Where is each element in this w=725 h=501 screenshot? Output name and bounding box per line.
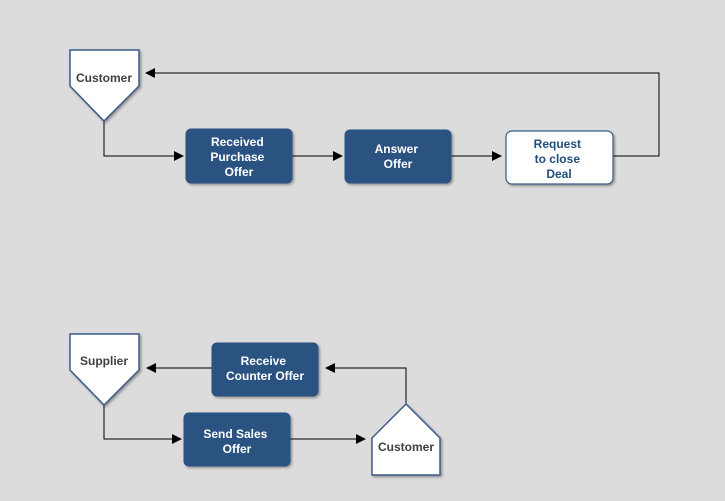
received-purchase-offer-label: Received Purchase Offer xyxy=(210,135,267,179)
connector-customer-to-receive-counter-offer xyxy=(325,363,407,404)
received-purchase-offer-line-2: Purchase xyxy=(210,150,264,164)
supplier-actor-label: Supplier xyxy=(80,354,128,368)
bottom-connectors xyxy=(103,363,407,444)
received-purchase-offer-line-1: Received xyxy=(211,135,264,149)
send-sales-offer-line-2: Offer xyxy=(223,442,252,456)
receive-counter-offer-node[interactable]: Receive Counter Offer xyxy=(211,342,319,397)
request-to-close-deal-line-2: to close xyxy=(535,152,581,166)
request-to-close-deal-line-1: Request xyxy=(534,137,581,151)
answer-offer-label: Answer Offer xyxy=(375,142,422,171)
send-sales-offer-node[interactable]: Send Sales Offer xyxy=(183,412,291,467)
connector-request-close-back-to-customer xyxy=(145,68,660,157)
answer-offer-line-2: Offer xyxy=(384,157,413,171)
connector-customer-to-received-purchase-offer xyxy=(103,121,184,161)
supplier-actor[interactable]: Supplier xyxy=(69,333,140,407)
send-sales-offer-label: Send Sales Offer xyxy=(203,427,270,456)
customer-actor-bottom[interactable]: Customer xyxy=(371,402,441,476)
request-to-close-deal-node[interactable]: Request to close Deal xyxy=(505,130,614,185)
request-to-close-deal-label: Request to close Deal xyxy=(534,137,585,181)
receive-counter-offer-label: Receive Counter Offer xyxy=(226,354,304,383)
connector-supplier-to-send-sales-offer xyxy=(103,405,182,444)
customer-actor-top-label: Customer xyxy=(76,71,132,85)
request-to-close-deal-line-3: Deal xyxy=(546,167,571,181)
customer-actor-top[interactable]: Customer xyxy=(69,49,140,123)
receive-counter-offer-line-1: Receive xyxy=(241,354,287,368)
received-purchase-offer-node[interactable]: Received Purchase Offer xyxy=(185,128,293,184)
top-connectors xyxy=(103,68,660,161)
answer-offer-line-1: Answer xyxy=(375,142,419,156)
receive-counter-offer-line-2: Counter Offer xyxy=(226,369,304,383)
received-purchase-offer-line-3: Offer xyxy=(225,165,254,179)
answer-offer-node[interactable]: Answer Offer xyxy=(344,129,452,184)
customer-actor-bottom-label: Customer xyxy=(378,440,434,454)
send-sales-offer-line-1: Send Sales xyxy=(203,427,267,441)
